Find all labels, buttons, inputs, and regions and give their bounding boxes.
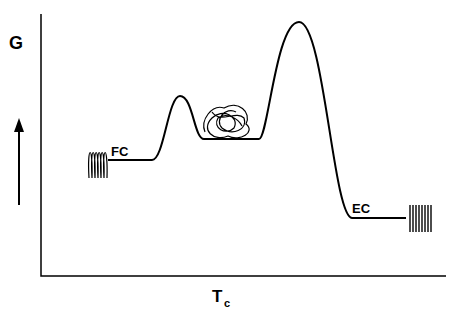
arrow-head	[14, 118, 24, 132]
energy-curve	[108, 22, 406, 218]
axis-label: c	[224, 298, 230, 309]
axis-label: G	[9, 34, 23, 52]
axis-label: EC	[352, 202, 370, 215]
helix-icon	[89, 153, 108, 179]
axis-label: T	[212, 288, 222, 305]
rods-icon	[410, 205, 431, 232]
up-arrow	[18, 122, 20, 205]
coil-icon	[204, 105, 249, 137]
axes	[41, 14, 446, 276]
axis-label: FC	[111, 145, 128, 158]
